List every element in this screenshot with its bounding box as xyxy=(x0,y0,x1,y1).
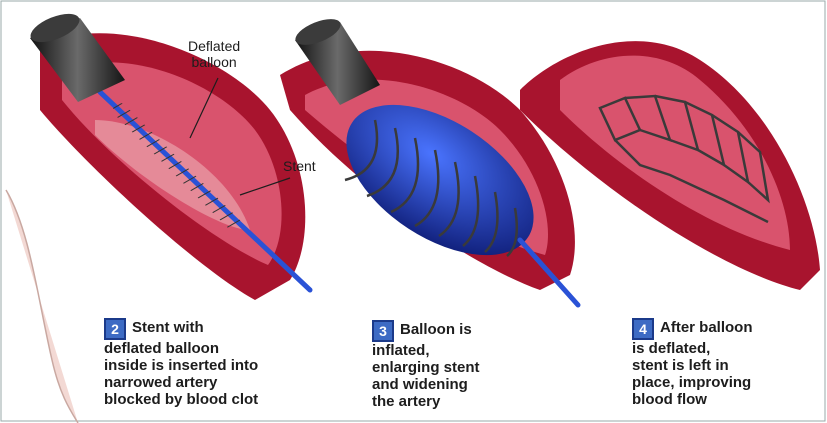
step-2-caption: 2Stent with deflated balloon inside is i… xyxy=(104,318,258,408)
patient-silhouette xyxy=(6,190,78,423)
step-3-caption: 3Balloon is inflated, enlarging stent an… xyxy=(372,320,480,410)
step-4-badge: 4 xyxy=(632,318,654,340)
step-3-badge: 3 xyxy=(372,320,394,342)
step-2-badge: 2 xyxy=(104,318,126,340)
stent-label: Stent xyxy=(283,158,316,174)
deflated-balloon-label: Deflated balloon xyxy=(188,38,240,70)
step-4-caption: 4After balloon is deflated, stent is lef… xyxy=(632,318,753,408)
artery-panel-2 xyxy=(280,14,578,305)
artery-panel-1 xyxy=(27,8,310,300)
